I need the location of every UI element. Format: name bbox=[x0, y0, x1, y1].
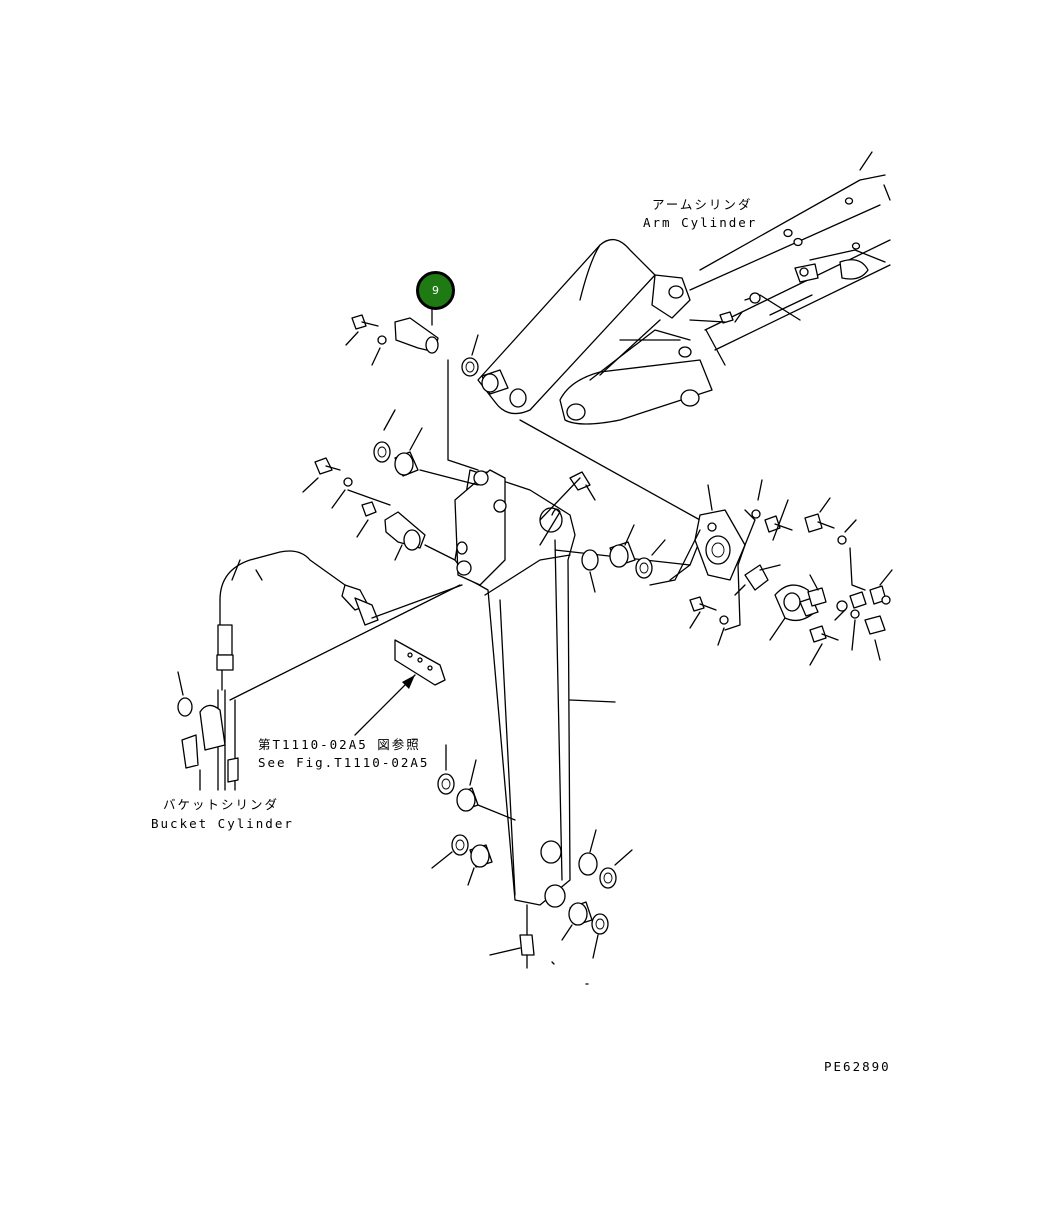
grease-line-assembly bbox=[519, 292, 893, 666]
bucket-cylinder-label-jp: バケットシリンダ bbox=[163, 797, 280, 812]
left-hardware bbox=[302, 307, 479, 561]
bucket-cylinder bbox=[177, 550, 463, 791]
referenced-part bbox=[354, 639, 446, 736]
arm bbox=[454, 469, 576, 908]
arm-cylinder-pins bbox=[461, 357, 527, 408]
drawing-code: PE62890 bbox=[824, 1059, 891, 1074]
bucket-cylinder-label-en: Bucket Cylinder bbox=[151, 816, 294, 831]
arm-cylinder-label-en: Arm Cylinder bbox=[643, 215, 758, 230]
see-fig-label-en: See Fig.T1110-02A5 bbox=[258, 755, 430, 770]
arm-cylinder-label-jp: アームシリンダ bbox=[652, 197, 753, 212]
callout-number-badge[interactable]: 9 bbox=[416, 271, 455, 310]
arm-cylinder bbox=[477, 238, 713, 425]
boom-assembly bbox=[689, 151, 891, 351]
see-fig-label-jp: 第T1110-02A5 図参照 bbox=[258, 737, 421, 752]
lower-bushings bbox=[431, 699, 633, 985]
